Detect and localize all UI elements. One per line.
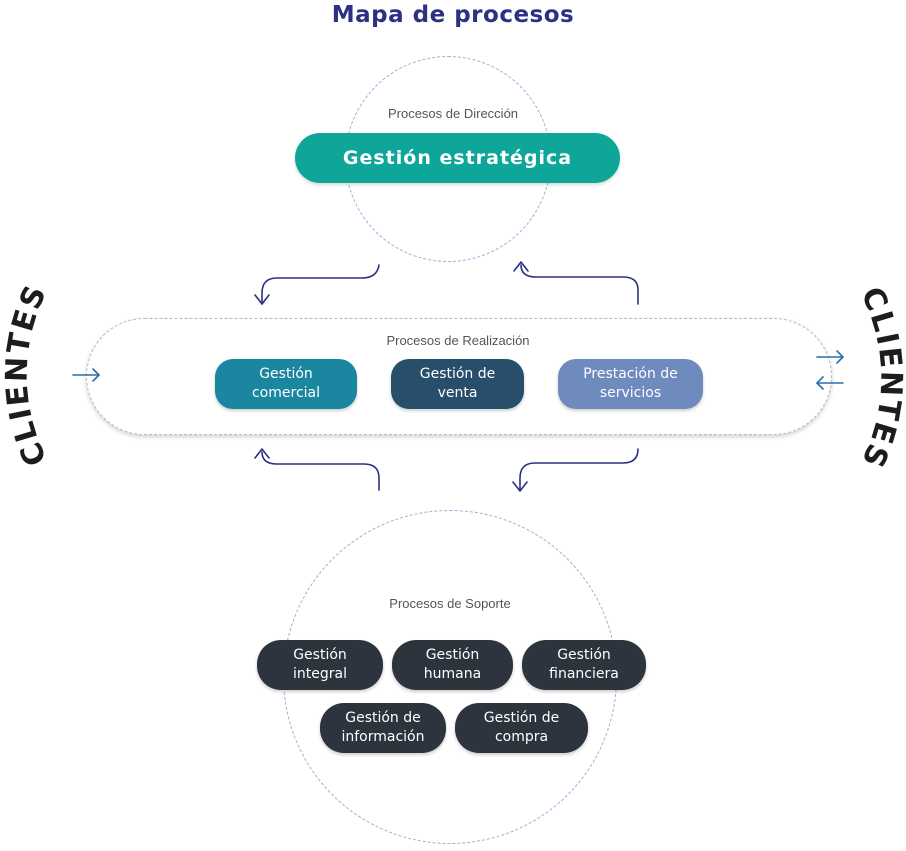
- arrow-icon: [72, 368, 100, 382]
- information-management-node: Gestión de información: [320, 703, 446, 753]
- sales-management-node: Gestión de venta: [391, 359, 524, 409]
- human-management-node: Gestión humana: [392, 640, 513, 690]
- support-label: Procesos de Soporte: [389, 596, 511, 611]
- realization-label: Procesos de Realización: [386, 333, 530, 348]
- financial-management-node: Gestión financiera: [522, 640, 646, 690]
- purchase-management-node: Gestión de compra: [455, 703, 588, 753]
- page-title: Mapa de procesos: [331, 2, 575, 28]
- clients-right-label: CLIENTES: [854, 282, 906, 474]
- curved-arrow-icon: [254, 264, 380, 305]
- clients-right-text: CLIENTES: [854, 282, 906, 474]
- direction-label: Procesos de Dirección: [387, 106, 519, 121]
- curved-arrow-icon: [512, 448, 639, 492]
- curved-arrow-icon: [254, 448, 380, 491]
- integral-management-node: Gestión integral: [257, 640, 383, 690]
- strategic-management-node: Gestión estratégica: [295, 133, 620, 183]
- arrow-icon: [816, 376, 844, 390]
- curved-arrow-icon: [513, 261, 639, 305]
- arrow-icon: [816, 350, 844, 364]
- service-delivery-node: Prestación de servicios: [558, 359, 703, 409]
- clients-left-text: CLIENTES: [0, 279, 52, 471]
- commercial-management-node: Gestión comercial: [215, 359, 357, 409]
- clients-left-label: CLIENTES: [0, 279, 54, 471]
